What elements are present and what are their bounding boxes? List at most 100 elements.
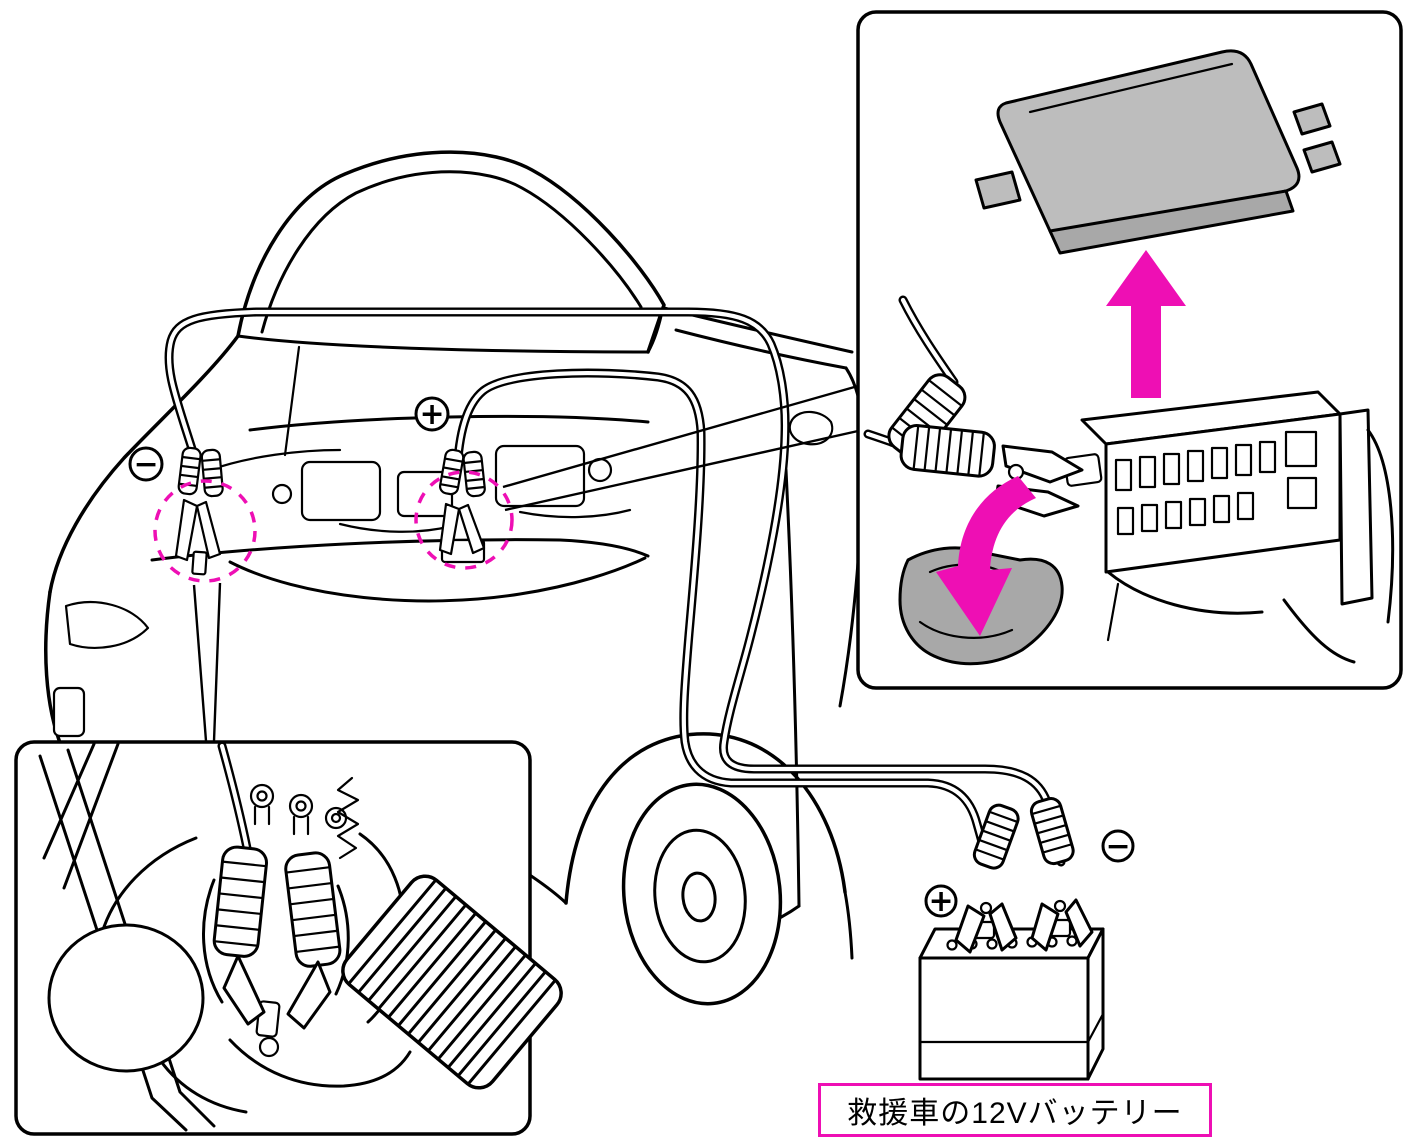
ground-cable-core — [219, 743, 250, 851]
boot-ribs — [213, 860, 267, 947]
boot-body — [1029, 797, 1075, 866]
booster-battery — [918, 927, 1105, 1081]
positive-point-highlight — [414, 470, 514, 570]
boot-ribs — [285, 866, 340, 954]
ground-nut — [258, 1036, 280, 1058]
battery-step-line — [918, 1012, 1105, 1044]
clamp-jaw — [1030, 902, 1060, 952]
plus-glyph: + — [419, 397, 444, 432]
bulkhead-line — [248, 414, 650, 432]
ground-stud — [191, 550, 208, 576]
grille-vent — [52, 686, 86, 738]
spring — [336, 776, 360, 860]
clamp-jaw — [954, 904, 986, 954]
cover-tab — [974, 170, 1022, 210]
engine-cover-line — [228, 556, 647, 603]
jumper-cable-negative — [164, 307, 1066, 867]
hose-ribs — [346, 877, 558, 1087]
symbol-circle — [414, 396, 450, 432]
fender-top-line — [674, 328, 848, 370]
front-wheel — [564, 732, 847, 1006]
clamp-jaw — [457, 503, 486, 555]
clamp-jaw-large — [286, 960, 332, 1030]
wheel-rim — [653, 828, 747, 964]
clamp-jaw — [1064, 898, 1094, 948]
relay-slots — [1284, 430, 1318, 510]
bolt — [324, 806, 348, 830]
symbol-circle — [924, 884, 958, 918]
fuse-slot-row — [1116, 491, 1255, 536]
minus-glyph: − — [133, 447, 158, 482]
minus-glyph: − — [1105, 829, 1130, 864]
clamp-boot — [1029, 797, 1075, 866]
ribbed-hose — [341, 874, 563, 1090]
minus-symbol-engine: − — [128, 446, 164, 482]
support-line — [1106, 582, 1120, 642]
fuse-slot-row — [1114, 440, 1277, 492]
engine-cap — [271, 483, 293, 505]
inset-fusebox — [856, 10, 1403, 690]
symbol-circle — [128, 446, 164, 482]
inset-ground-point — [14, 740, 563, 1136]
boot-body — [200, 448, 224, 498]
wheel-hub — [681, 871, 717, 923]
engine-detail-lines — [208, 448, 632, 533]
hood-inner — [260, 170, 643, 334]
clamp-pivot — [1007, 463, 1025, 481]
battery-clamp-negative — [1029, 797, 1094, 952]
clamp-jaw-large — [222, 954, 266, 1026]
clamp-boot-large — [212, 845, 268, 958]
tire — [621, 782, 783, 1006]
cover-edge — [1048, 189, 1295, 255]
bolt — [249, 783, 275, 826]
car-outline — [44, 150, 866, 1006]
clamp-jaw-large — [1001, 444, 1084, 484]
cover-ridge — [1028, 62, 1234, 114]
frame-tubes — [38, 742, 216, 1132]
symbol-circle — [1101, 829, 1135, 863]
pulley — [47, 923, 205, 1073]
fusebox-body — [1080, 390, 1395, 664]
clamp-jaw — [438, 502, 461, 556]
boot-ribs — [178, 455, 201, 488]
clamp-jaw — [174, 498, 199, 562]
boot-ribs — [975, 810, 1018, 861]
body-detail-lines — [640, 305, 865, 960]
callout-lines-ground — [192, 582, 222, 742]
clamp-boot-large — [284, 851, 342, 968]
radiator-support — [150, 538, 650, 562]
cable-core — [166, 309, 1064, 865]
side-bracket — [1338, 408, 1374, 606]
clamp-jaw — [988, 902, 1018, 952]
fusebox-cover — [974, 49, 1342, 255]
battery-side-face — [1086, 927, 1105, 1081]
hood-outer — [236, 150, 666, 354]
attach-rotate-arrow — [936, 476, 1036, 636]
engine-clamp-negative — [174, 446, 224, 576]
clamp-boot — [200, 448, 224, 498]
front-fender-line — [48, 334, 240, 594]
remove-direction-arrow — [1106, 250, 1186, 398]
boot-ribs — [1031, 804, 1072, 854]
battery-label-text: 救援車の12Vバッテリー — [847, 1097, 1183, 1130]
clamp-boot-large — [899, 424, 996, 478]
clamp-boot — [972, 803, 1020, 870]
ground-point-highlight — [153, 479, 257, 583]
wheel-arch — [564, 732, 847, 905]
jumper-cable-positive — [452, 368, 991, 863]
door-line — [784, 468, 801, 908]
boot-ribs — [891, 379, 963, 455]
engine-component — [300, 460, 382, 522]
bracket-lines — [1106, 428, 1395, 664]
minus-symbol-battery: − — [1101, 829, 1135, 864]
cover-clip — [1292, 102, 1332, 136]
clamp-pivot — [979, 901, 993, 915]
battery-front-face — [918, 956, 1090, 1081]
cover-clip — [1302, 140, 1342, 174]
battery-clamp-positive — [954, 803, 1020, 954]
battery-cap — [946, 939, 958, 951]
bolt — [288, 793, 314, 836]
plus-glyph: + — [928, 884, 953, 919]
